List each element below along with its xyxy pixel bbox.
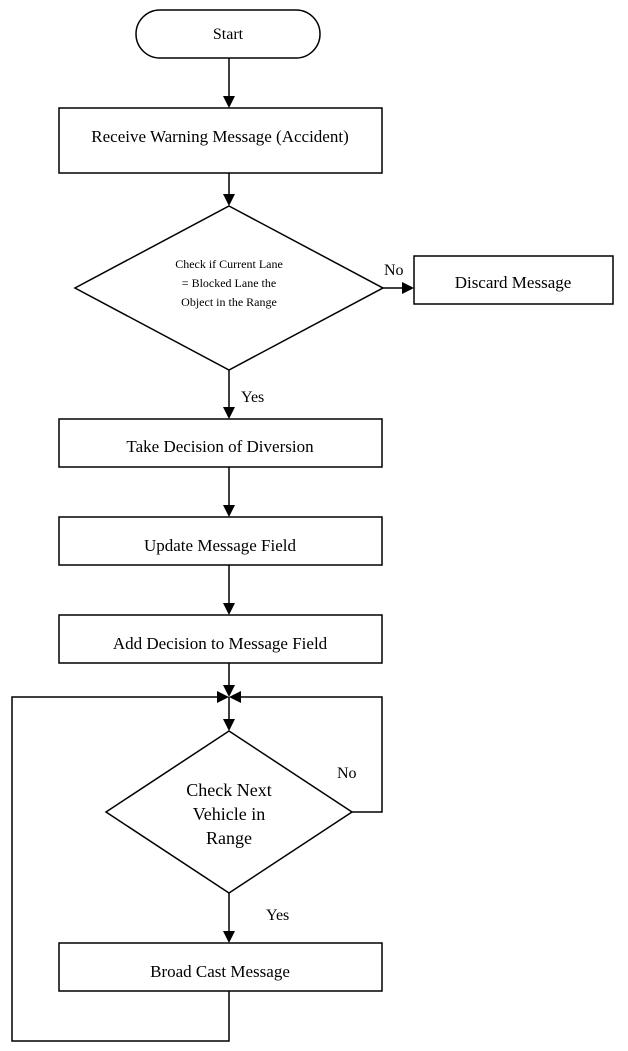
check-lane-decision: Check if Current Lane = Blocked Lane the… [73, 205, 385, 371]
check-lane-line-2: = Blocked Lane the [182, 276, 276, 290]
connector-receive-check [223, 173, 235, 206]
connector-check-discard [383, 282, 414, 294]
connector-check-take [223, 370, 235, 419]
check-lane-line-3: Object in the Range [181, 295, 277, 309]
connector-broadcast-loop [11, 691, 230, 1042]
start-label: Start [213, 26, 244, 43]
check-next-line-3: Range [206, 828, 252, 848]
check-next-decision: Check Next Vehicle in Range [104, 730, 354, 894]
add-decision-node: Add Decision to Message Field [58, 614, 383, 664]
check-lane-line-1: Check if Current Lane [175, 257, 283, 271]
start-node: Start [135, 9, 321, 59]
update-message-node: Update Message Field [58, 516, 383, 566]
broadcast-node: Broad Cast Message [58, 942, 383, 992]
connector-no-loop [229, 691, 383, 813]
connector-add-junction [223, 663, 235, 697]
receive-warning-label: Receive Warning Message (Accident) [91, 127, 348, 146]
discard-node: Discard Message [413, 255, 614, 305]
check-next-line-1: Check Next [186, 780, 271, 800]
take-decision-node: Take Decision of Diversion [58, 418, 383, 468]
no-label-loop: No [337, 765, 357, 782]
take-decision-label: Take Decision of Diversion [126, 437, 314, 456]
broadcast-label: Broad Cast Message [150, 962, 290, 981]
no-label-discard: No [384, 262, 404, 279]
yes-label-broadcast: Yes [266, 907, 289, 924]
yes-label-take: Yes [241, 389, 264, 406]
connector-update-add [223, 565, 235, 615]
add-decision-label: Add Decision to Message Field [113, 634, 328, 653]
connector-junction-checknext [223, 697, 235, 731]
receive-warning-node: Receive Warning Message (Accident) [58, 107, 383, 174]
connector-checknext-broadcast [223, 893, 235, 943]
check-next-line-2: Vehicle in [193, 804, 265, 824]
update-message-label: Update Message Field [144, 536, 297, 555]
connector-start-receive [223, 58, 235, 108]
connector-take-update [223, 467, 235, 517]
discard-label: Discard Message [455, 273, 572, 292]
